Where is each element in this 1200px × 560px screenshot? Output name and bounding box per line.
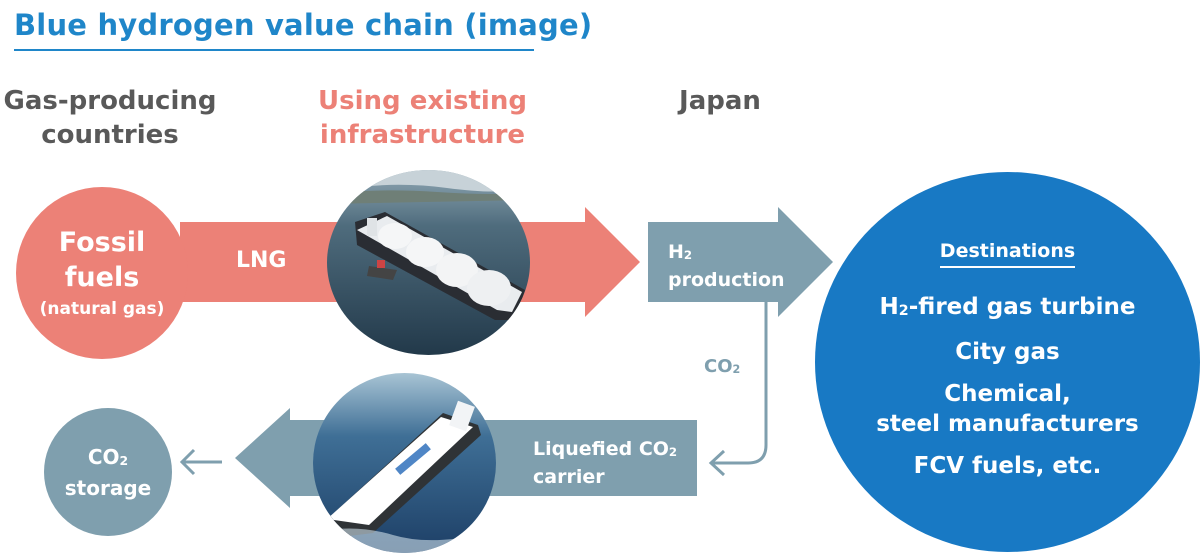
co2-flow-label: CO2 xyxy=(704,356,740,377)
heading-japan: Japan xyxy=(679,86,761,116)
curved-arrow-icon xyxy=(712,302,768,465)
curved-arrow-head xyxy=(708,449,726,477)
carrier-main: Liquefied CO xyxy=(533,438,669,460)
fossil-subtitle: (natural gas) xyxy=(39,299,165,319)
fossil-fuels-circle: Fossil fuels (natural gas) xyxy=(16,187,188,359)
arrow-left-head xyxy=(179,448,196,476)
heading-line: countries xyxy=(41,120,179,150)
heading-line: Using existing xyxy=(318,86,527,116)
dest-h2-subscript: 2 xyxy=(898,302,909,319)
co2-main: CO xyxy=(704,356,733,377)
liquefied-co2-carrier-label: Liquefied CO2 carrier xyxy=(533,436,677,490)
storage-co2-subscript: 2 xyxy=(119,452,129,468)
dest-h2-main: H xyxy=(879,293,899,320)
storage-line: CO2 xyxy=(88,443,128,474)
lng-carrier-ship-image xyxy=(327,170,530,355)
carrier-line: Liquefied CO2 xyxy=(533,436,677,464)
co2-ship-illustration xyxy=(313,373,496,553)
storage-line-2: storage xyxy=(64,475,152,500)
destination-city-gas: City gas xyxy=(955,338,1060,365)
heading-line: infrastructure xyxy=(319,120,526,150)
production-line: production xyxy=(668,269,785,291)
co2-storage-circle: CO2 storage xyxy=(44,408,172,536)
destination-fcv-fuels: FCV fuels, etc. xyxy=(913,452,1102,479)
dest-h2-rest: -fired gas turbine xyxy=(908,293,1136,320)
storage-co2-main: CO xyxy=(87,444,120,469)
heading-line: Gas-producing xyxy=(3,86,217,116)
dest-chemical-line1: Chemical, xyxy=(944,380,1071,407)
co2-subscript: 2 xyxy=(732,363,741,377)
title-underline xyxy=(14,49,534,51)
h2-production-arrow xyxy=(648,207,833,317)
fossil-line: fuels xyxy=(64,262,140,293)
dest-chemical-line2: steel manufacturers xyxy=(876,410,1139,437)
destination-h2-turbine: H2-fired gas turbine xyxy=(880,292,1136,325)
heading-existing-infrastructure: Using existing infrastructure xyxy=(305,84,540,152)
lng-ship-illustration xyxy=(327,170,530,355)
destination-chemical: Chemical, steel manufacturers xyxy=(876,379,1139,439)
h2-production-label: H2 production xyxy=(668,239,785,293)
destinations-heading: Destinations xyxy=(939,238,1076,268)
h2-line: H2 xyxy=(668,239,785,267)
carrier-subscript: 2 xyxy=(668,445,678,460)
lng-label: LNG xyxy=(236,248,287,273)
destinations-circle: Destinations H2-fired gas turbine City g… xyxy=(815,172,1200,552)
carrier-line-2: carrier xyxy=(533,466,605,488)
h2-main: H xyxy=(668,241,684,263)
h2-subscript: 2 xyxy=(683,248,693,263)
co2-carrier-ship-image xyxy=(313,373,496,553)
diagram-title: Blue hydrogen value chain (image) xyxy=(14,8,593,42)
fossil-line: Fossil xyxy=(58,227,146,258)
heading-gas-producing-countries: Gas-producing countries xyxy=(0,84,220,152)
